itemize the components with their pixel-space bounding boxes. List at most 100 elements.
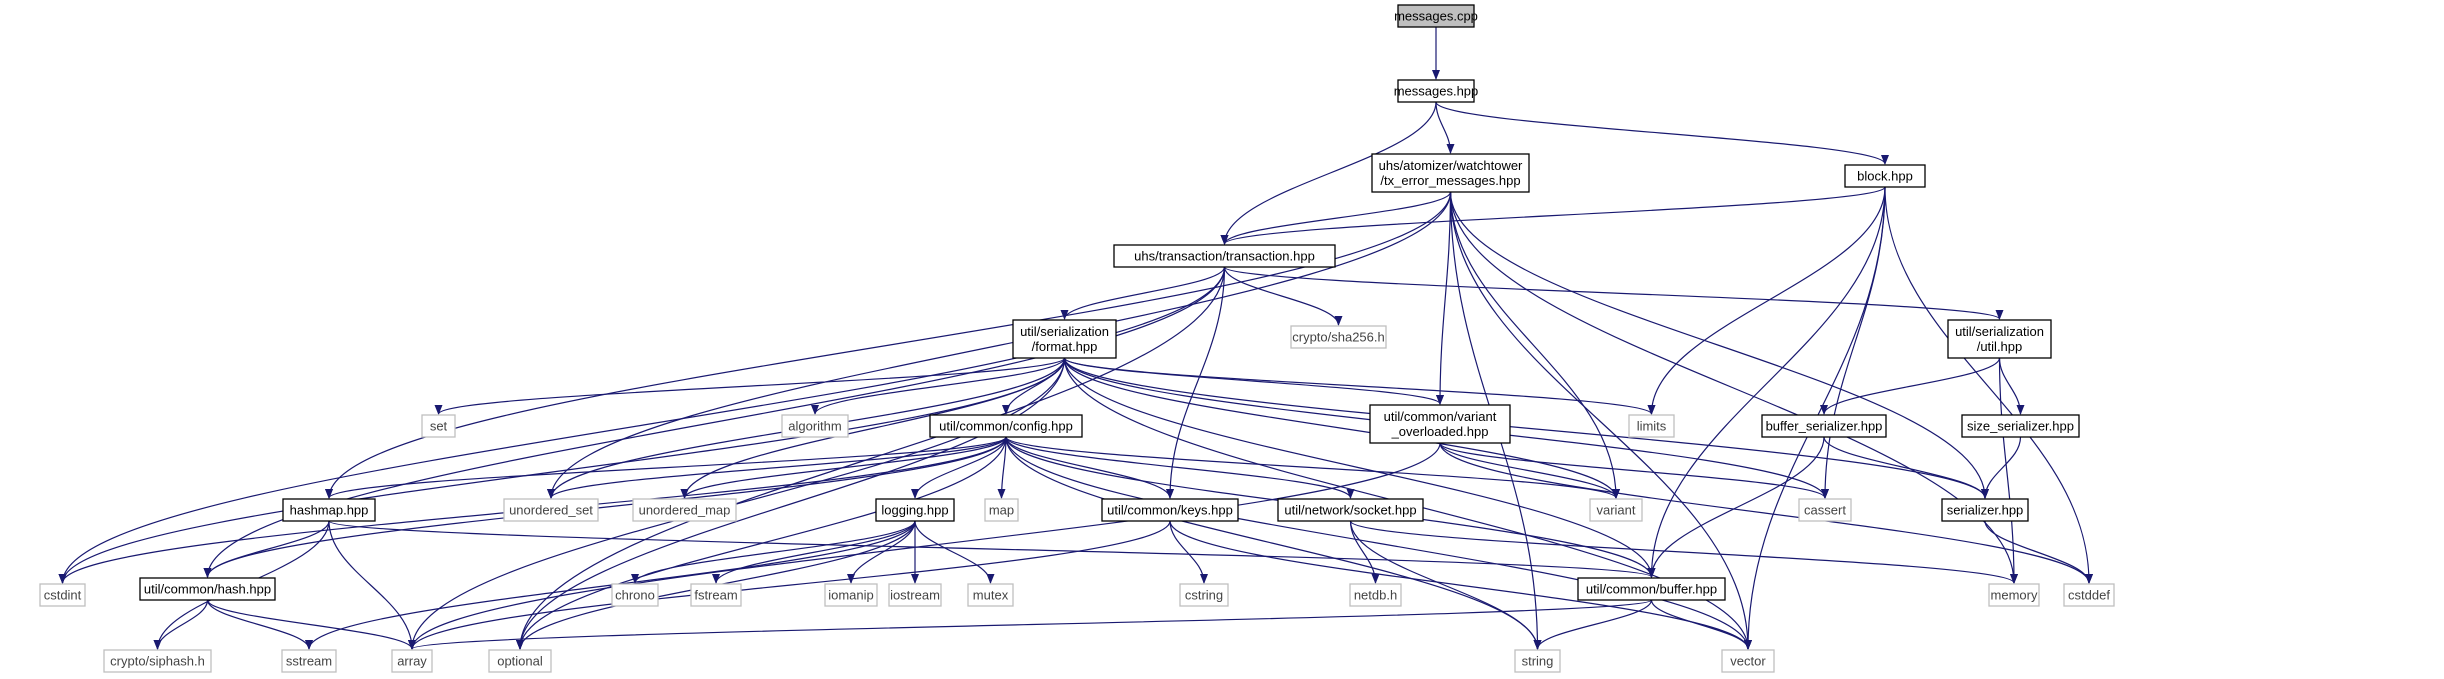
edge-hash_hpp-to-array [206, 599, 416, 650]
node-iostream: iostream [888, 583, 942, 607]
node-ser-util-hpp[interactable]: util/serialization/util.hpp [1947, 319, 2052, 359]
node-box [1988, 583, 2040, 607]
node-limits: limits [1628, 414, 1675, 438]
node-box [875, 498, 955, 522]
edge-buffer_hpp-to-vector [1650, 599, 1752, 650]
node-box [503, 498, 599, 522]
node-algorithm: algorithm [781, 414, 849, 438]
node-label: logging.hpp [881, 503, 948, 518]
node-box [1514, 649, 1561, 673]
node-format-hpp[interactable]: util/serialization/format.hpp [1012, 319, 1117, 359]
node-buffer-serializer[interactable]: buffer_serializer.hpp [1761, 414, 1887, 438]
node-serializer-hpp[interactable]: serializer.hpp [1941, 498, 2029, 522]
node-label: uhs/atomizer/watchtower [1379, 158, 1523, 173]
node-label: algorithm [788, 419, 841, 434]
node-label: limits [1637, 419, 1667, 434]
node-box [967, 583, 1014, 607]
edge-config_hpp-to-hashmap_hpp [325, 436, 1007, 499]
node-label: cstring [1185, 588, 1223, 603]
node-box [1721, 649, 1775, 673]
node-box [1349, 583, 1402, 607]
edge-format_hpp-to-variant [1063, 357, 1620, 499]
node-sstream: sstream [281, 649, 337, 673]
node-box [1628, 414, 1675, 438]
node-label: block.hpp [1857, 169, 1913, 184]
node-config-hpp[interactable]: util/common/config.hpp [929, 414, 1083, 438]
node-label: _overloaded.hpp [1391, 424, 1489, 439]
node-box [984, 498, 1019, 522]
node-chrono: chrono [611, 583, 659, 607]
node-label: netdb.h [1354, 588, 1397, 603]
edge-block_hpp-to-cstddef [1884, 186, 2093, 584]
node-cstring: cstring [1179, 583, 1229, 607]
edge-block_hpp-to-transaction_hpp [1220, 186, 1886, 245]
node-box [1844, 164, 1926, 188]
node-box [929, 414, 1083, 438]
node-label: util/common/keys.hpp [1107, 503, 1233, 518]
edge-messages_hpp-to-transaction_hpp [1220, 101, 1437, 245]
node-hashmap-hpp[interactable]: hashmap.hpp [282, 498, 376, 522]
node-box [1397, 4, 1475, 28]
edge-format_hpp-to-serializer_hpp [1063, 357, 1989, 499]
node-label: util/serialization [1020, 324, 1109, 339]
edge-config_hpp-to-socket_hpp [1005, 436, 1355, 499]
edge-buffer_hpp-to-string [1533, 599, 1653, 650]
node-label: map [989, 503, 1014, 518]
node-mutex: mutex [967, 583, 1014, 607]
node-socket-hpp[interactable]: util/network/socket.hpp [1277, 498, 1424, 522]
node-label: messages.cpp [1394, 9, 1478, 24]
edge-variant_overloaded-to-cassert [1439, 442, 1829, 499]
edge-format_hpp-to-array [408, 357, 1066, 650]
node-box [488, 649, 552, 673]
edge-tx_error_messages-to-unordered_set [547, 191, 1452, 499]
node-messages-hpp[interactable]: messages.hpp [1394, 79, 1479, 103]
edge-variant_overloaded-to-variant [1439, 442, 1620, 499]
node-label: optional [497, 654, 543, 669]
node-label: variant [1596, 503, 1635, 518]
edge-tx_error_messages-to-vector [1449, 191, 1752, 650]
node-label: messages.hpp [1394, 84, 1479, 99]
edge-format_hpp-to-buffer_hpp [1063, 357, 1656, 578]
edge-block_hpp-to-limits [1647, 186, 1886, 415]
node-box [1113, 244, 1336, 268]
node-box [690, 583, 742, 607]
edge-hashmap_hpp-to-buffer_hpp [328, 520, 1655, 578]
edge-tx_error_messages-to-variant_overloaded [1436, 191, 1452, 405]
node-crypto-sha256: crypto/sha256.h [1290, 325, 1387, 349]
node-buffer-hpp[interactable]: util/common/buffer.hpp [1577, 577, 1726, 601]
node-box [1798, 498, 1852, 522]
node-box [39, 583, 86, 607]
edge-hash_hpp-to-sstream [206, 599, 313, 650]
node-box [611, 583, 659, 607]
node-netdb-h: netdb.h [1349, 583, 1402, 607]
node-label: iostream [890, 588, 940, 603]
node-messages-cpp[interactable]: messages.cpp [1394, 4, 1478, 28]
edge-socket_hpp-to-memory [1349, 520, 2018, 584]
node-label: cstddef [2068, 588, 2110, 603]
node-label: util/common/config.hpp [939, 419, 1073, 434]
edge-tx_error_messages-to-serializer_hpp [1449, 191, 1989, 499]
node-unordered-set: unordered_set [503, 498, 599, 522]
edge-transaction_hpp-to-ser_util_hpp [1223, 266, 2004, 320]
node-hash-hpp[interactable]: util/common/hash.hpp [139, 577, 276, 601]
edge-keys_hpp-to-vector [1169, 520, 1752, 650]
node-variant-overloaded[interactable]: util/common/variant_overloaded.hpp [1369, 404, 1511, 444]
node-box [1012, 319, 1117, 359]
edge-tx_error_messages-to-hashmap_hpp [325, 191, 1452, 499]
node-variant: variant [1589, 498, 1643, 522]
node-logging-hpp[interactable]: logging.hpp [875, 498, 955, 522]
node-tx-error-messages[interactable]: uhs/atomizer/watchtower/tx_error_message… [1371, 153, 1530, 193]
node-label: util/serialization [1955, 324, 2044, 339]
node-label: iomanip [828, 588, 874, 603]
node-transaction-hpp[interactable]: uhs/transaction/transaction.hpp [1113, 244, 1336, 268]
node-label: size_serializer.hpp [1967, 419, 2074, 434]
node-box [1101, 498, 1239, 522]
node-size-serializer[interactable]: size_serializer.hpp [1961, 414, 2080, 438]
edge-hash_hpp-to-siphash [153, 599, 209, 650]
node-label: crypto/siphash.h [110, 654, 205, 669]
node-block-hpp[interactable]: block.hpp [1844, 164, 1926, 188]
node-keys-hpp[interactable]: util/common/keys.hpp [1101, 498, 1239, 522]
node-box [632, 498, 737, 522]
edge-transaction_hpp-to-keys_hpp [1166, 266, 1226, 499]
